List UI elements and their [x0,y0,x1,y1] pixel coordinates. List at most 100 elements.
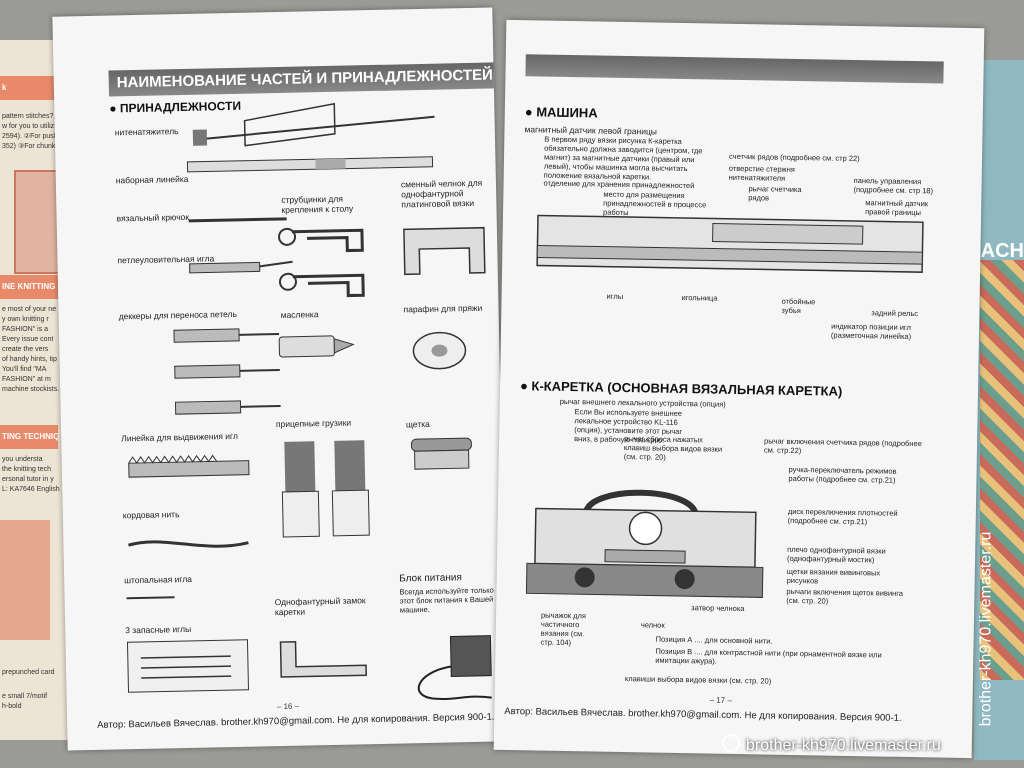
label-weaving-brushes: щетки вязания вивинговых рисунков [786,566,881,586]
mag-line: w for you to utilize in [2,123,66,130]
mag-line: you understa [2,456,43,463]
label-sinker-arm: плечо однофантурной вязки (однофантурный… [786,544,886,565]
deckers-illustration [173,328,281,415]
mag-line: ersonal tutor in y [2,476,54,483]
mag-line: 2594). ②For push b [2,133,64,140]
spare-needles-illustration [126,639,250,693]
label-control-panel: панель управления (подробнее см. стр 18) [853,175,934,196]
label-stitch-keys: клавиши выбора видов вязки (см. стр. 20) [624,674,772,686]
footer-left: Автор: Васильев Вячеслав. brother.kh970@… [97,711,495,731]
mag-line: e most of your ne [2,306,57,313]
label-mode-knob: ручка-переключатель режимов работы (подр… [788,464,897,485]
label-needle-indicator: индикатор позиции игл (разметочная линей… [830,321,912,341]
label-left-sensor-note: В первом ряду вязки рисунка К-каретка об… [543,134,703,182]
mag-line: of handy hints, tip [2,356,57,363]
site-watermark: brother-kh970.livemaster.ru [722,734,941,755]
background-right: ACH brother-kh970.livemaster.ru [974,60,1024,760]
section-bar [525,54,944,84]
label-sinker-lock: Однофантурный замок каретки [274,595,366,618]
mag-photo [14,170,60,274]
background-pattern [980,260,1024,680]
label-cord: кордовая нить [122,509,180,521]
plating-feeder-illustration [403,226,486,276]
section-heading-machine: ● МАШИНА [524,104,598,121]
wax-illustration [412,331,467,370]
mag-line: L: KA7646 English [2,486,60,493]
sinker-lock-illustration [279,640,367,678]
label-claw-weights: прицепные грузики [275,417,352,430]
label-oiler: масленка [280,309,319,320]
label-position-a: Позиция А .... для основной нити. [655,634,773,646]
mag-line: machine stockists. [2,386,60,393]
label-counter-switch: рычаг включения счетчика рядов (подробне… [763,436,922,456]
label-reset-lever: рычаг сброса нажатых клавиш выбора видов… [623,434,723,462]
page-title: НАИМЕНОВАНИЕ ЧАСТЕЙ И ПРИНАДЛЕЖНОСТЕЙ [108,62,497,97]
watermark-text: brother-kh970.livemaster.ru [746,737,941,754]
cast-on-comb-illustration [186,156,434,173]
section-heading-carriage: ● К-КАРЕТКА (ОСНОВНАЯ ВЯЗАЛЬНАЯ КАРЕТКА) [519,378,843,399]
label-plating-feeder: сменный челнок для однофантурной платинг… [400,177,483,210]
yarn-tensioner-illustration [192,102,435,147]
label-brush-levers: рычаги включения щеток вивинга (см. стр.… [786,586,904,606]
knitting-machine-illustration [536,214,924,273]
label-feeder-lock: затвор челнока [691,603,745,614]
background-text: ACH [980,240,1024,262]
label-tension-hole: отверстие стержня нитенатяжителя [728,163,795,183]
label-counter-lever: рычаг счетчика рядов [748,184,802,203]
cord-illustration [128,540,249,548]
mag-line: FASHION" at m [2,376,51,383]
mag-line: create the vers [2,346,49,353]
mag-band: k [0,76,58,100]
label-power-supply-note: Всегда используйте только этот блок пита… [399,585,494,615]
label-needle-pusher: Линейка для выдвижения игл [121,430,238,444]
label-partial-lever: рычажок для частичного вязания (см. стр.… [540,610,587,648]
manual-page-left: НАИМЕНОВАНИЕ ЧАСТЕЙ И ПРИНАДЛЕЖНОСТЕЙ ● … [52,7,508,751]
claw-weights-illustration [281,440,370,538]
label-clamps: струбцинки для крепления к столу [281,193,354,215]
mag-line: prepunched card [2,669,55,676]
mag-line: FASHION" is a [2,326,49,333]
label-feeder: челнок [640,620,665,630]
gear-icon [722,734,740,752]
brush-illustration [410,437,472,470]
label-rear-rail: задний рельс [871,308,919,319]
label-brush: щетка [405,418,430,430]
page-number-right: – 17 – [709,695,732,705]
latch-hook-illustration [188,217,287,223]
label-sinker-teeth: отбойные зубья [781,296,816,316]
background-vertical-text: brother-kh970.livemaster.ru [977,531,995,727]
mag-line: e small 7/motif [2,693,48,700]
mag-line: You'll find "MA [2,366,47,373]
transfer-tool-illustration [189,260,293,274]
label-needles: иглы [606,291,624,301]
manual-page-right: ● МАШИНА магнитный датчик левой границы … [493,19,985,759]
clamps-illustration [278,227,365,298]
darning-needle-illustration [126,596,175,600]
label-storage: отделение для хранения принадлежностей [543,178,695,191]
label-yarn-tensioner: нитенатяжитель [114,126,179,138]
mag-line: Every issue cont [2,336,54,343]
label-tension-dial: диск переключения плотностей (подробнее … [787,506,898,527]
label-darning-needle: штопальная игла [124,573,193,586]
label-wax: парафин для пряжи [403,302,483,315]
power-supply-illustration [417,635,492,701]
label-cast-on-comb: наборная линейка [115,173,189,186]
label-row-counter: счетчик рядов (подробнее см. стр 22) [728,151,860,164]
page-number-left: – 16 – [276,701,300,712]
mag-line: 352) ③For chunky [2,143,59,150]
mag-band: TING TECHNIQUE [0,425,58,449]
k-carriage-illustration [525,489,764,598]
label-deckers: деккеры для переноса петель [118,308,237,322]
mag-line: pattern stitches? [2,113,54,120]
label-spare-needles: 3 запасные иглы [125,623,192,636]
mag-photo [0,520,50,640]
label-needle-bed: игольница [681,292,718,303]
mag-line: y own knitting r [2,316,49,323]
label-position-b: Позиция В .... для контрастной нити (при… [655,646,882,666]
mag-line: the knitting tech [2,466,52,473]
label-power-supply-title: Блок питания [399,572,462,585]
mag-band: INE KNITTING F [0,275,58,299]
footer-right: Автор: Васильев Вячеслав. brother.kh970@… [504,705,902,724]
label-latch-hook: вязальный крючок [116,211,190,224]
oiler-illustration [278,335,355,358]
